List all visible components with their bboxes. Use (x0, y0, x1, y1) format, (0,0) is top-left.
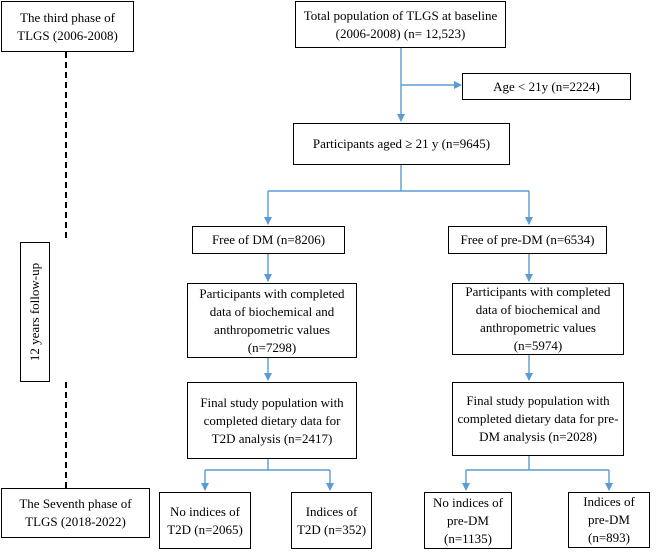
follow-up-box: 12 years follow-up (20, 242, 50, 382)
baseline-label: Total population of TLGS at baseline (20… (303, 7, 498, 41)
final-t2d-label: Final study population with completed di… (200, 394, 344, 446)
final-predm-box: Final study population with completed di… (452, 382, 624, 456)
final-predm-label: Final study population with completed di… (457, 393, 619, 444)
aged21-label: Participants aged ≥ 21 y (n=9645) (312, 136, 491, 151)
follow-up-label: 12 years follow-up (27, 262, 42, 362)
phase-end-label: The Seventh phase of TLGS (2018-2022) (19, 496, 132, 529)
complete-dm-box: Participants with completed data of bioc… (187, 283, 357, 358)
no-t2d-box: No indices of T2D (n=2065) (159, 492, 251, 549)
free-dm-label: Free of DM (n=8206) (211, 232, 326, 247)
yes-predm-box: Indices of pre-DM (n=893) (568, 492, 650, 548)
phase-end-box: The Seventh phase of TLGS (2018-2022) (1, 488, 150, 538)
phase-start-box: The third phase of TLGS (2006-2008) (1, 1, 134, 52)
no-predm-label: No indices of pre-DM (n=1135) (432, 494, 504, 546)
final-t2d-box: Final study population with completed di… (187, 382, 357, 459)
yes-predm-label: Indices of pre-DM (n=893) (583, 494, 635, 545)
no-predm-box: No indices of pre-DM (n=1135) (424, 492, 512, 549)
free-dm-box: Free of DM (n=8206) (192, 226, 345, 254)
free-predm-label: Free of pre-DM (n=6534) (460, 232, 595, 247)
yes-t2d-box: Indices of T2D (n=352) (291, 492, 372, 549)
phase-start-label: The third phase of TLGS (2006-2008) (17, 9, 118, 43)
no-t2d-label: No indices of T2D (n=2065) (167, 503, 243, 537)
complete-predm-label: Participants with completed data of bioc… (465, 284, 611, 353)
excluded-age-box: Age < 21y (n=2224) (462, 73, 631, 100)
free-predm-box: Free of pre-DM (n=6534) (448, 226, 607, 254)
yes-t2d-label: Indices of T2D (n=352) (296, 503, 367, 537)
complete-predm-box: Participants with completed data of bioc… (452, 283, 624, 355)
complete-dm-label: Participants with completed data of bioc… (199, 285, 345, 355)
baseline-box: Total population of TLGS at baseline (20… (295, 1, 506, 48)
aged21-box: Participants aged ≥ 21 y (n=9645) (293, 123, 510, 165)
excluded-age-label: Age < 21y (n=2224) (493, 78, 600, 94)
